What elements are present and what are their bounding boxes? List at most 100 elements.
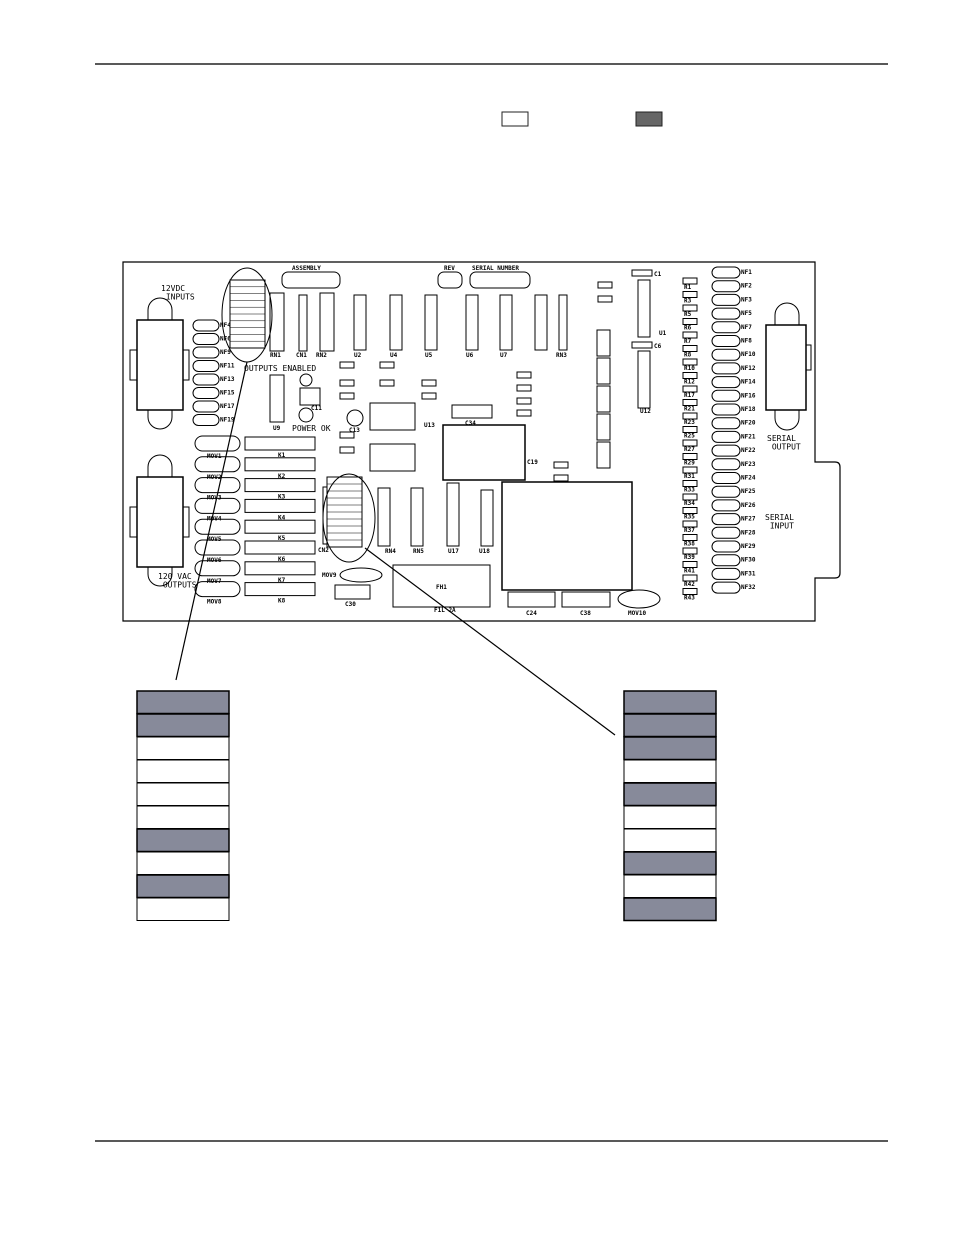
resistor <box>379 361 395 369</box>
relay-label: K7 <box>278 577 286 584</box>
relay-label: K4 <box>278 514 286 521</box>
resistor-label: R21 <box>684 406 695 413</box>
ic-chip <box>465 294 479 351</box>
nf-filter-label: NF20 <box>741 420 756 427</box>
mov-varistor <box>194 456 241 473</box>
c38-capacitor <box>561 591 611 608</box>
relay-label: K5 <box>278 535 286 542</box>
nf-filter <box>711 348 741 361</box>
nf-filter <box>711 581 741 594</box>
label-line: 120 VAC <box>158 572 192 581</box>
serial-output-latch <box>774 410 800 431</box>
nf-filter <box>711 376 741 389</box>
nf-filter-label: NF2 <box>741 283 752 290</box>
vac-outputs-label: 120 VAC OUTPUTS <box>158 572 197 590</box>
u17-label: U17 <box>448 548 459 555</box>
nf-filter-label: NF4 <box>220 322 231 329</box>
nf-filter <box>711 458 741 471</box>
serial-number-label: SERIAL NUMBER <box>472 265 519 272</box>
nf-filter-label: NF10 <box>741 351 756 358</box>
nf-filter-label: NF18 <box>741 406 756 413</box>
resistor <box>682 277 698 285</box>
resistor-label: R38 <box>684 541 695 548</box>
resistor <box>339 431 355 439</box>
resistor-label: R10 <box>684 365 695 372</box>
u13-module <box>442 424 526 481</box>
dc-input-connector-latch <box>147 297 173 320</box>
nf-filter <box>711 389 741 402</box>
resistor-label: R27 <box>684 446 695 453</box>
ic-chip <box>596 441 611 469</box>
resistor-label: R17 <box>684 392 695 399</box>
nf-filter-label: NF22 <box>741 447 756 454</box>
relay <box>244 436 316 451</box>
nf-filter-label: NF11 <box>220 363 235 370</box>
u12-chip <box>637 350 651 409</box>
resistor <box>597 281 613 289</box>
resistor <box>682 493 698 501</box>
legend-off-swatch <box>501 111 529 127</box>
switch-position-8-off <box>136 851 230 875</box>
switch-position-10-off <box>136 897 230 921</box>
nf-filter-label: NF16 <box>741 392 756 399</box>
mov9 <box>339 567 383 583</box>
label-line: INPUT <box>765 522 794 531</box>
fuse-label: F1L 2A <box>434 607 456 614</box>
c34-label: C34 <box>465 420 476 427</box>
resistor <box>682 345 698 352</box>
power-ok-label: POWER OK <box>292 424 331 433</box>
rev-label: REV <box>444 265 455 272</box>
vac-output-connector-latch <box>147 454 173 477</box>
resistor <box>682 399 698 406</box>
c24-label: C24 <box>526 610 537 617</box>
switch-callout-circle <box>322 473 376 563</box>
switch-position-4-off <box>136 759 230 783</box>
dc-inputs-label: 12VDC INPUTS <box>161 284 195 302</box>
label-line: SERIAL <box>765 513 794 522</box>
ic-chip <box>499 294 513 351</box>
label-line: 12VDC <box>161 284 185 293</box>
circuit-board: 12VDC INPUTS OUTPUTS ENABLED POWER OK 12… <box>122 261 841 622</box>
nf-filter-label: NF31 <box>741 570 756 577</box>
relay-label: K2 <box>278 473 286 480</box>
nf-filter-label: NF12 <box>741 365 756 372</box>
nf-filter <box>711 472 741 484</box>
resistor <box>682 466 698 474</box>
switch-position-8-on <box>623 851 717 876</box>
resistor-label: R7 <box>684 338 692 345</box>
resistor <box>682 385 698 393</box>
nf-filter <box>711 280 741 293</box>
ic-chip <box>534 294 548 351</box>
c1-capacitor <box>631 269 653 277</box>
switch-position-1-on <box>136 690 230 715</box>
resistor-label: R37 <box>684 527 695 534</box>
vac-output-connector <box>136 476 184 568</box>
nf-filter <box>711 430 741 443</box>
resistor <box>682 520 698 528</box>
address-switch-detail <box>623 690 717 922</box>
nf-filter-label: NF13 <box>220 376 235 383</box>
u1-chip <box>637 279 651 338</box>
dc-input-connector-latch <box>147 410 173 430</box>
nf-filter <box>711 266 741 279</box>
nf-filter-label: NF24 <box>741 475 756 482</box>
u9-chip <box>269 374 285 423</box>
relay <box>244 582 316 597</box>
switch-position-3-off <box>136 736 230 760</box>
ic-chip <box>596 357 611 385</box>
nf-filter-label: NF32 <box>741 584 756 591</box>
resistor-label: R6 <box>684 325 692 332</box>
resistor <box>682 318 698 325</box>
outputs-enabled-label: OUTPUTS ENABLED <box>244 364 316 373</box>
ic-label: U7 <box>500 352 508 359</box>
nf-filter <box>192 400 220 413</box>
vac-output-connector-tab <box>129 506 138 538</box>
serial-input-label: SERIAL INPUT <box>765 513 794 531</box>
mov-varistor <box>194 539 241 556</box>
relay <box>244 498 316 513</box>
switch-position-1-on <box>623 690 717 715</box>
ic-label: U6 <box>466 352 474 359</box>
resistor <box>682 426 698 433</box>
nf-filter-label: NF27 <box>741 516 756 523</box>
nf-filter <box>192 319 220 332</box>
